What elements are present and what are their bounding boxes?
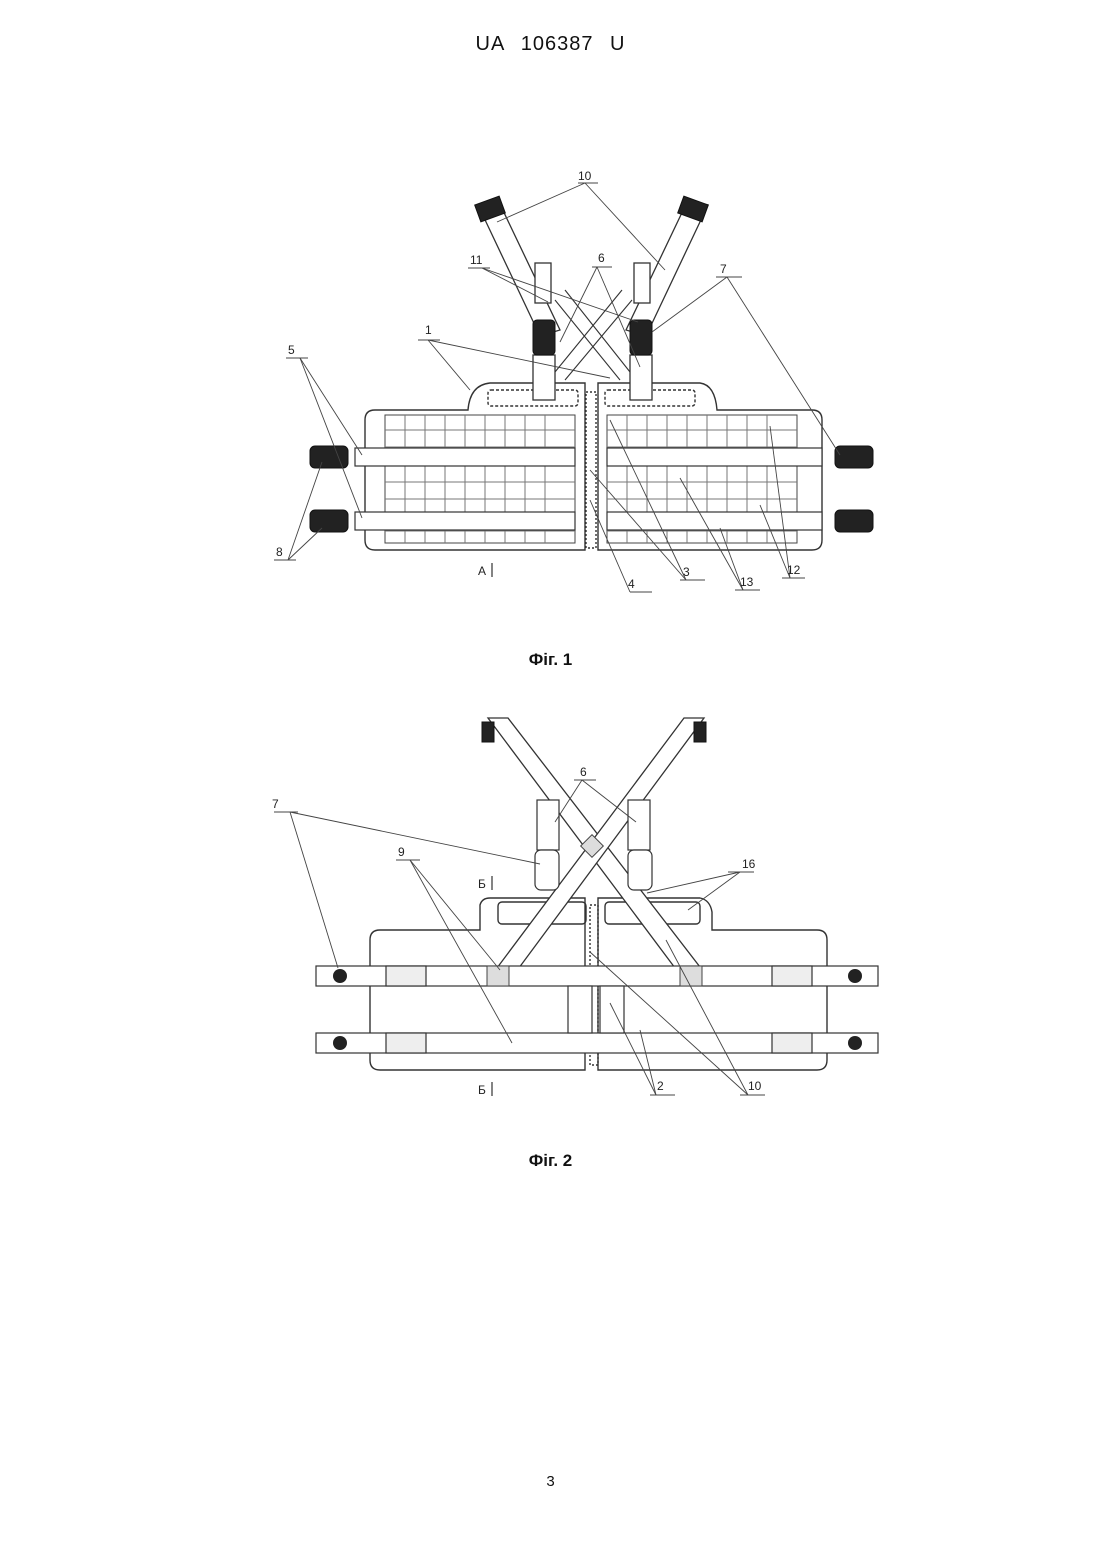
left-lower-strap [355,512,575,530]
label-13: 13 [740,575,754,589]
shoulder-buckle-left [533,320,555,355]
figure-1-caption: Фіг. 1 [0,650,1101,670]
left-upper-strap [355,448,575,466]
figure-1-drawing: 10 11 6 7 1 5 8 A 4 3 13 12 [0,0,1101,640]
figure-2-drawing: 7 6 9 16 Б Б 2 10 [0,700,1101,1120]
buckle-left-upper [310,446,348,468]
label-10: 10 [578,169,592,183]
label-9: 9 [398,845,405,859]
label-3: 3 [683,565,690,579]
label-16: 16 [742,857,756,871]
label-B-top: Б [478,877,486,891]
label-6: 6 [598,251,605,265]
label-8: 8 [276,545,283,559]
label-1: 1 [425,323,432,337]
label-7: 7 [272,797,279,811]
label-7: 7 [720,262,727,276]
label-B-bottom: Б [478,1083,486,1097]
buckle-left-lower [310,510,348,532]
label-4: 4 [628,577,635,591]
buckle-right-lower [835,510,873,532]
label-2: 2 [657,1079,664,1093]
buckle-right-upper [835,446,873,468]
shoulder-buckle-right [630,320,652,355]
center-zipper [586,392,596,548]
label-6: 6 [580,765,587,779]
page-number: 3 [0,1473,1101,1490]
label-11: 11 [470,253,483,267]
label-A: A [478,564,486,578]
label-10: 10 [748,1079,762,1093]
figure-2-caption: Фіг. 2 [0,1151,1101,1171]
label-12: 12 [787,563,801,577]
right-lower-strap [607,512,822,530]
label-5: 5 [288,343,295,357]
right-upper-strap [607,448,822,466]
